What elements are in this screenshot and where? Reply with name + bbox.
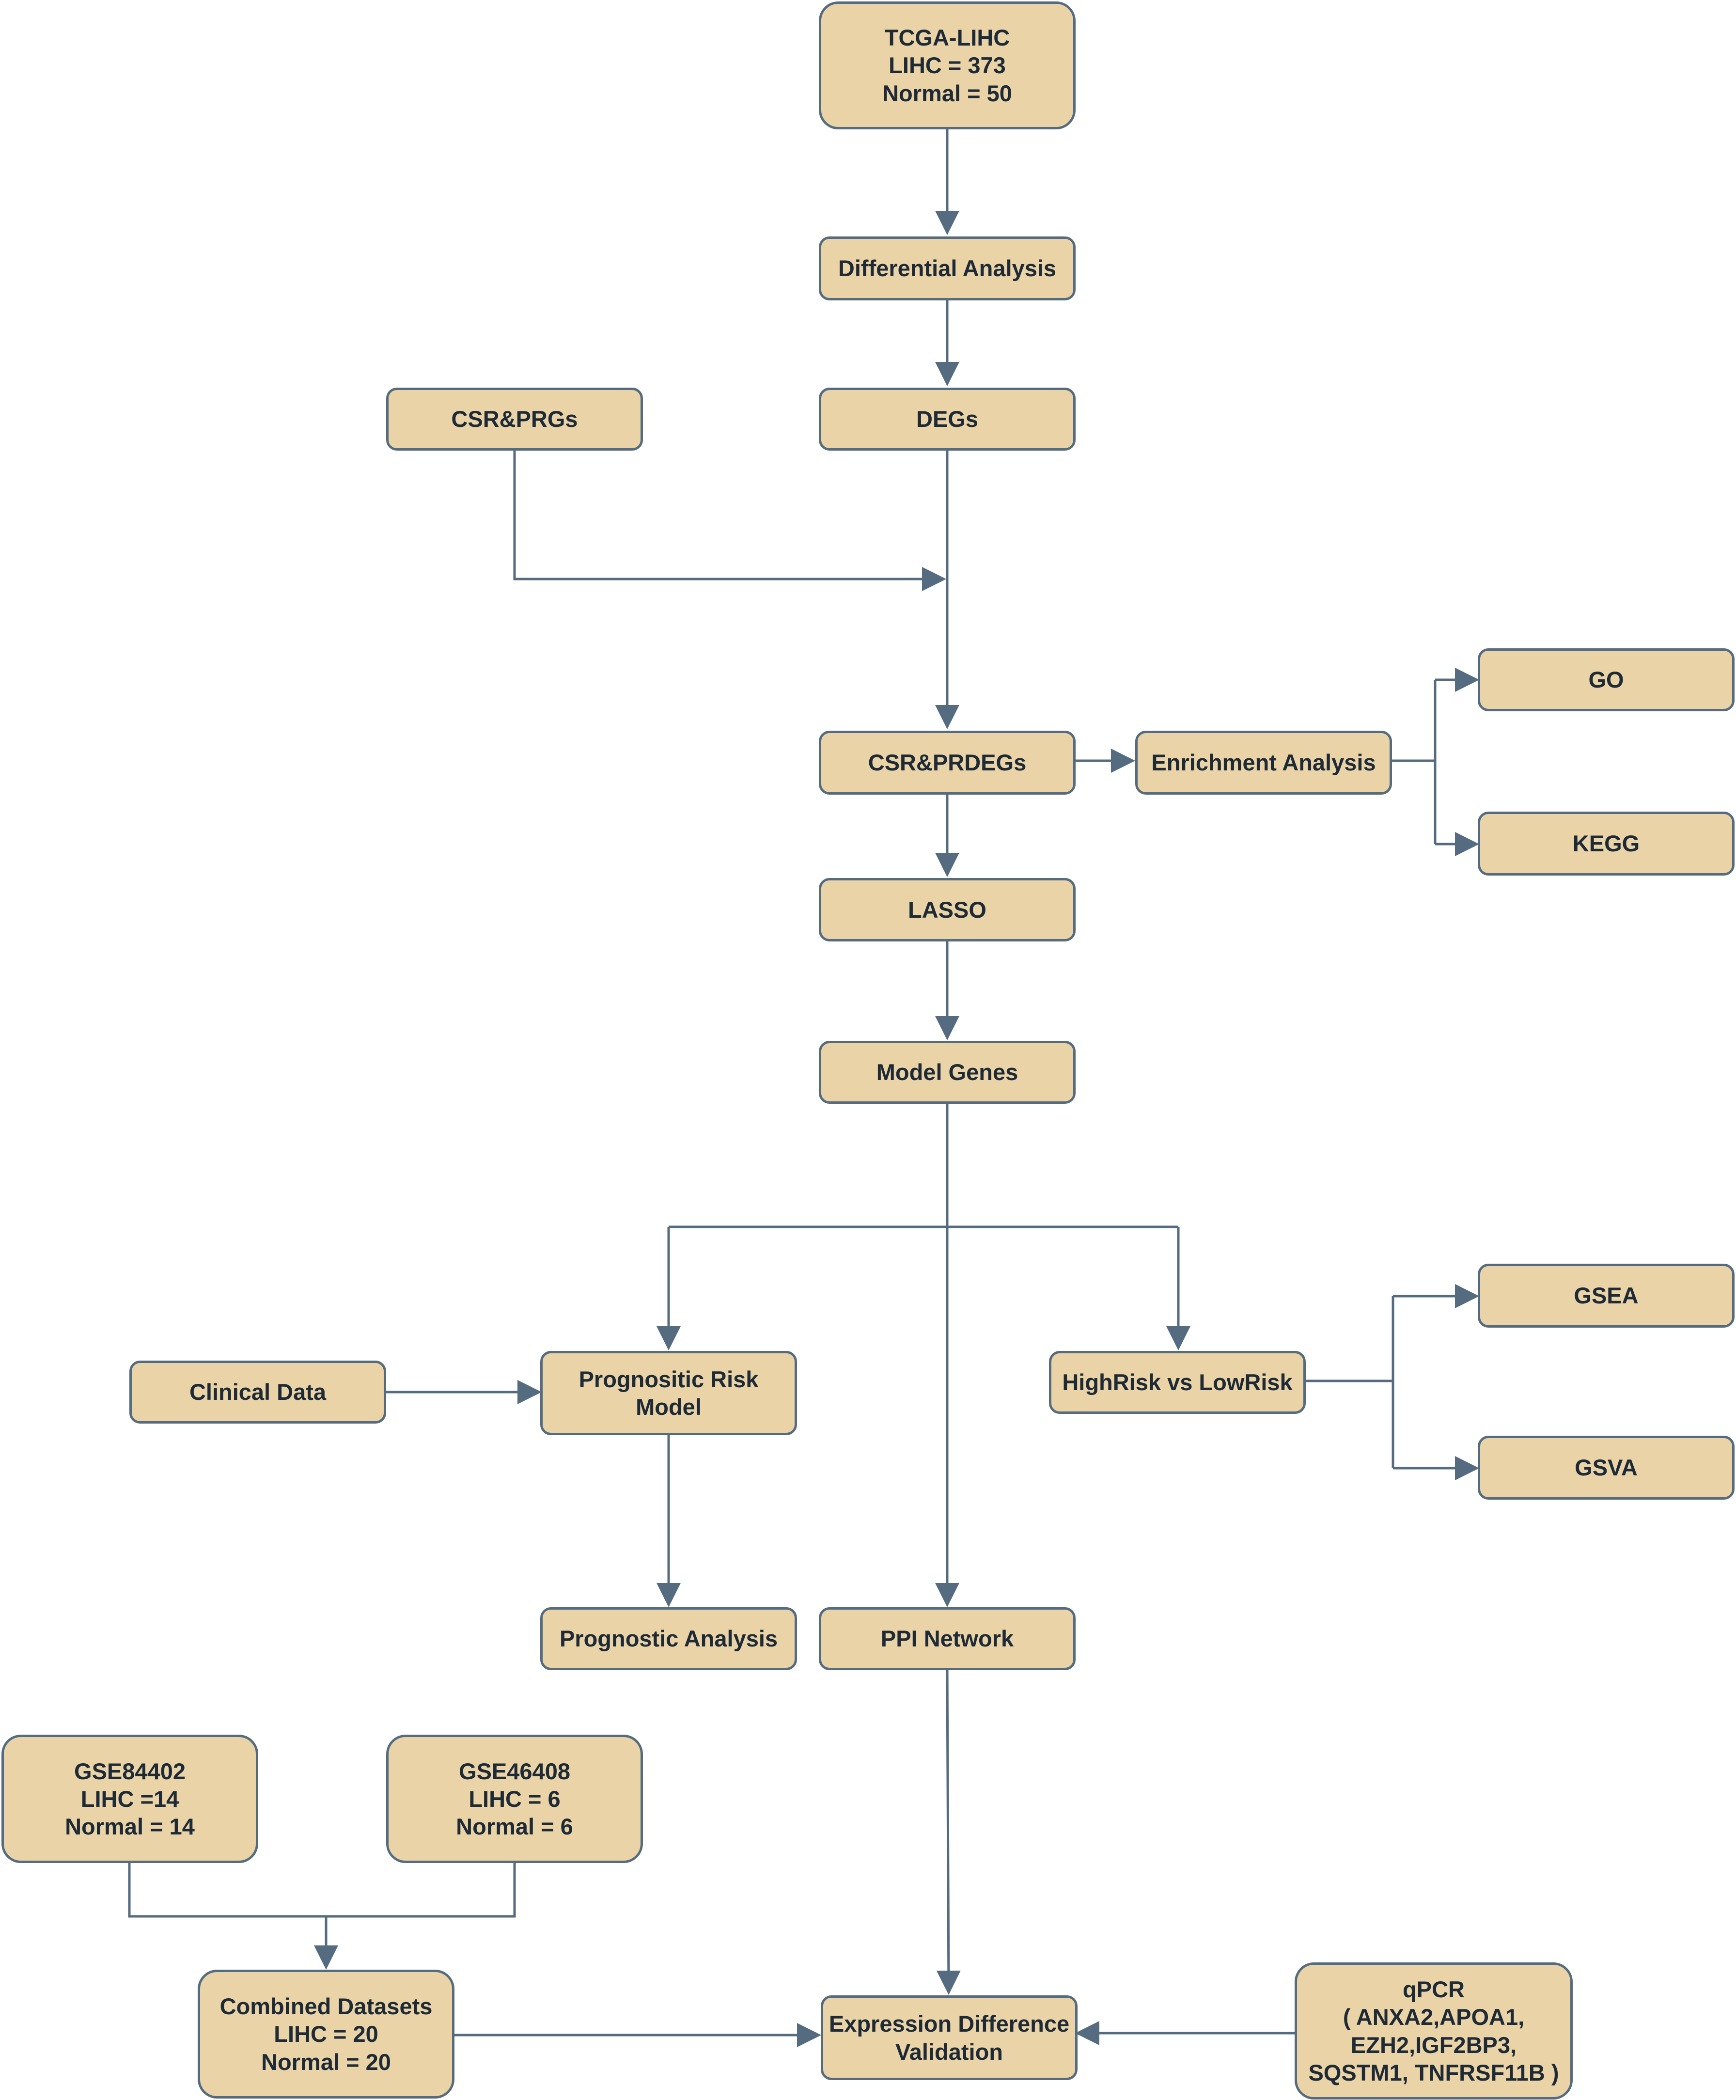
node-ppi-network: PPI Network (819, 1607, 1076, 1670)
node-prognostic-risk-model: Prognositic Risk Model (540, 1351, 797, 1435)
node-highrisk-vs-lowrisk: HighRisk vs LowRisk (1049, 1351, 1306, 1414)
node-gsea: GSEA (1478, 1264, 1735, 1328)
node-gse84402-line-1: GSE84402 (74, 1758, 186, 1784)
node-prognostic-risk-model-line-1: Prognositic Risk (579, 1366, 759, 1392)
node-csr-prdegs-label: CSR&PRDEGs (868, 750, 1027, 776)
node-qpcr-line-4: SQSTM1, TNFRSF11B ) (1308, 2059, 1559, 2085)
arrow-ppi-to-validation (936, 1670, 961, 1995)
connector-highrisk-branch (1306, 1296, 1394, 1468)
node-differential-analysis-label: Differential Analysis (838, 255, 1057, 282)
node-enrichment-analysis: Enrichment Analysis (1135, 731, 1392, 795)
node-qpcr-line-1: qPCR (1403, 1976, 1465, 2002)
node-model-genes: Model Genes (819, 1041, 1076, 1104)
node-differential-analysis: Differential Analysis (819, 236, 1076, 300)
node-combined-datasets-line-1: Combined Datasets (219, 1993, 433, 2019)
node-clinical-data-label: Clinical Data (189, 1379, 327, 1405)
node-lasso-label: LASSO (908, 896, 986, 923)
node-tcga-lihc: TCGA-LIHC LIHC = 373 Normal = 50 (819, 1, 1076, 129)
node-gse46408-line-2: LIHC = 6 (469, 1786, 561, 1812)
node-prognostic-risk-model-line-2: Model (636, 1394, 702, 1420)
node-degs-label: DEGs (916, 406, 978, 432)
node-qpcr-line-3: EZH2,IGF2BP3, (1350, 2032, 1517, 2058)
node-csr-prdegs: CSR&PRDEGs (819, 731, 1076, 795)
node-expression-difference-validation-line-1: Expression Difference (829, 2011, 1070, 2037)
node-lasso: LASSO (819, 878, 1076, 941)
node-prognostic-analysis-label: Prognostic Analysis (559, 1626, 778, 1652)
connector-gse-merge (128, 1863, 516, 1918)
node-gsea-label: GSEA (1574, 1283, 1639, 1309)
node-gse46408-line-1: GSE46408 (459, 1758, 570, 1784)
node-qpcr: qPCR ( ANXA2,APOA1, EZH2,IGF2BP3, SQSTM1… (1295, 1962, 1573, 2100)
node-gsva-label: GSVA (1575, 1455, 1638, 1481)
node-expression-difference-validation-line-2: Validation (895, 2038, 1003, 2065)
node-kegg: KEGG (1478, 812, 1735, 876)
node-kegg-label: KEGG (1572, 831, 1640, 857)
node-go-label: GO (1588, 667, 1624, 693)
node-gse84402-line-2: LIHC =14 (80, 1786, 179, 1812)
node-combined-datasets: Combined Datasets LIHC = 20 Normal = 20 (198, 1970, 454, 2099)
node-tcga-lihc-line-1: TCGA-LIHC (884, 25, 1010, 50)
node-gse46408-line-3: Normal = 6 (456, 1814, 573, 1840)
node-degs: DEGs (819, 388, 1076, 451)
node-csr-prgs: CSR&PRGs (386, 388, 643, 451)
node-tcga-lihc-line-2: LIHC = 373 (889, 52, 1006, 78)
node-combined-datasets-line-3: Normal = 20 (261, 2049, 391, 2075)
node-gse46408: GSE46408 LIHC = 6 Normal = 6 (386, 1735, 643, 1863)
node-model-genes-label: Model Genes (876, 1059, 1018, 1085)
node-go: GO (1478, 648, 1735, 711)
node-expression-difference-validation: Expression Difference Validation (821, 1995, 1078, 2080)
node-gse84402: GSE84402 LIHC =14 Normal = 14 (1, 1735, 258, 1863)
node-tcga-lihc-line-3: Normal = 50 (882, 80, 1012, 106)
node-csr-prgs-label: CSR&PRGs (451, 406, 578, 432)
node-prognostic-analysis: Prognostic Analysis (540, 1607, 797, 1670)
node-ppi-network-label: PPI Network (880, 1626, 1014, 1652)
node-highrisk-vs-lowrisk-label: HighRisk vs LowRisk (1062, 1369, 1293, 1395)
node-enrichment-analysis-label: Enrichment Analysis (1151, 750, 1376, 776)
node-combined-datasets-line-2: LIHC = 20 (274, 2021, 378, 2047)
connector-enrichment-branch (1392, 680, 1437, 844)
node-gse84402-line-3: Normal = 14 (65, 1814, 195, 1840)
arrow-csrprgs-to-merge (513, 451, 946, 591)
node-clinical-data: Clinical Data (129, 1361, 386, 1424)
node-gsva: GSVA (1478, 1436, 1735, 1500)
node-qpcr-line-2: ( ANXA2,APOA1, (1343, 2004, 1525, 2030)
